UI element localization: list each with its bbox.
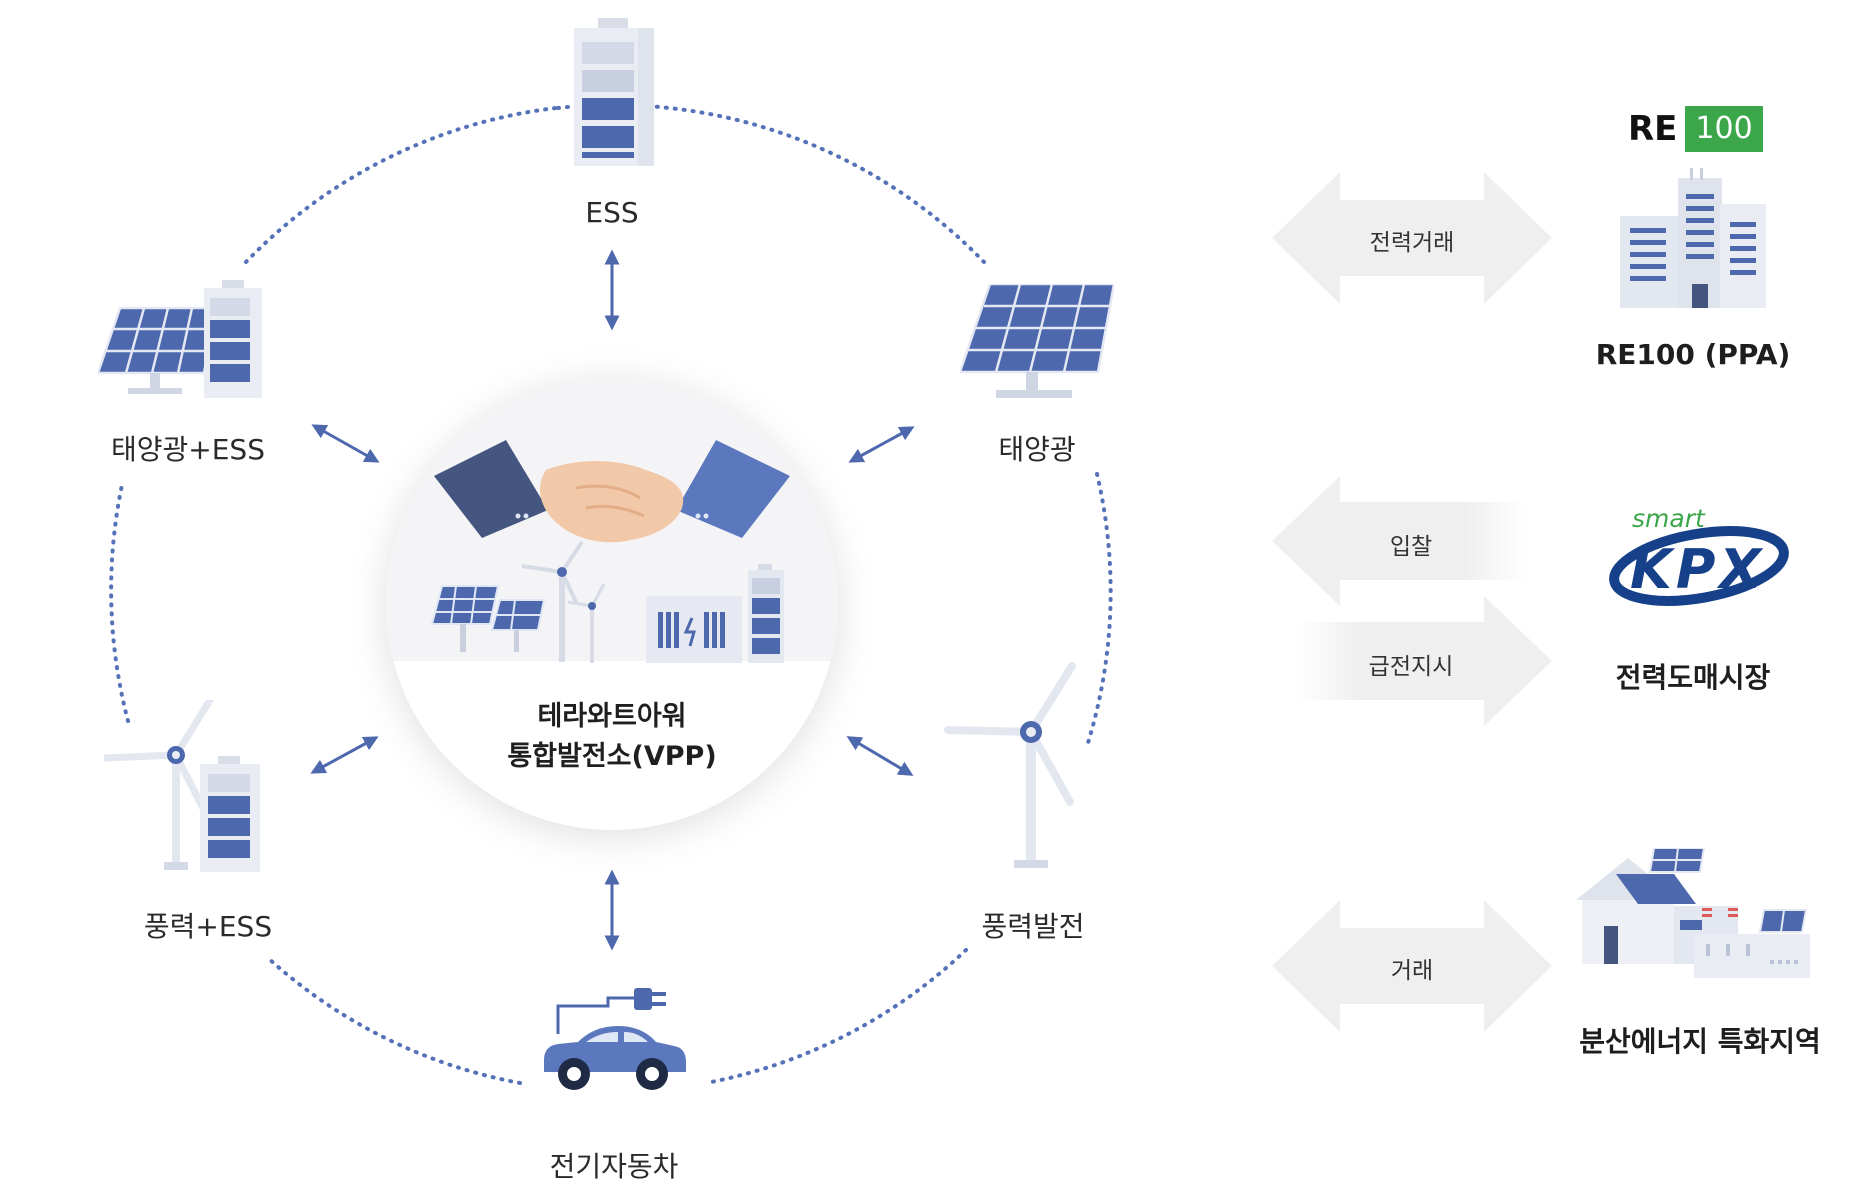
dispatch-label: 급전지시 [1368,654,1454,680]
solar-panel-icon [960,284,1114,398]
center-title-line1: 테라와트아워 [537,701,687,732]
arrow-solar-ess-center [311,424,380,463]
wind-turbine-icon [944,662,1076,868]
wholesale-market-label: 전력도매시장 [1615,661,1771,694]
solar-ess-icon [98,280,262,398]
bid-label: 입찰 [1389,534,1433,560]
kpx-smart-text: smart [1632,504,1705,533]
wind-ess-icon [104,700,260,872]
energy-scene-icon [430,540,784,663]
wind-label: 풍력발전 [981,910,1085,943]
ess-label: ESS [585,196,639,229]
dispatch-right-arrow [1296,596,1552,726]
trade-label: 거래 [1390,958,1434,984]
bid-left-arrow [1272,476,1528,606]
handshake-icon [434,440,790,543]
center-title-line2: 통합발전소(VPP) [507,741,717,772]
kpx-swoosh-icon [1609,526,1789,606]
arrow-wind-center [846,736,914,776]
kpx-logo-text: KPX [1630,538,1766,601]
kpx-logo: smart KPX [1604,504,1794,614]
wind-ess-label: 풍력+ESS [143,910,273,943]
power-trade-label: 전력거래 [1369,230,1455,256]
arrow-wind-ess-center [310,736,379,774]
power-trade-double-arrow [1272,172,1552,304]
ev-label: 전기자동차 [549,1150,679,1183]
re100-badge-number: 100 [1685,106,1763,152]
distributed-energy-district-label: 분산에너지 특화지역 [1579,1025,1821,1058]
arrow-solar-center [848,426,915,463]
vpp-center-circle: 테라와트아워 통합발전소(VPP) [386,378,838,830]
office-building-icon [1620,168,1766,308]
house-factory-icon [1576,848,1810,978]
dotted-ring [109,102,1113,1085]
electric-car-icon [544,988,686,1090]
re100-badge-text: RE [1628,109,1678,149]
re100-label: RE100 (PPA) [1595,338,1791,371]
battery-icon [574,18,654,166]
trade-double-arrow [1272,900,1552,1032]
solar-ess-label: 태양광+ESS [111,433,265,466]
connector-arrows [310,249,915,951]
solar-label: 태양광 [998,433,1076,466]
